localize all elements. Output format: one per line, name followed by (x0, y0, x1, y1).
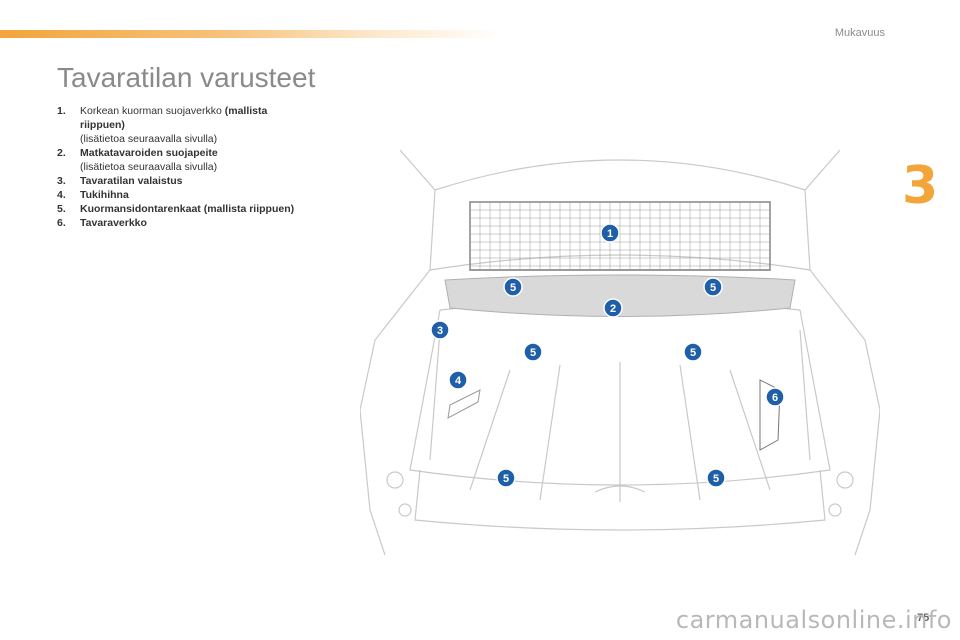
item-number: 5. (57, 203, 66, 215)
item-number: 3. (57, 175, 66, 187)
item-number: 2. (57, 147, 66, 159)
callout-number: 5 (710, 282, 716, 294)
item-label: Matkatavaroiden suojapeite (80, 147, 218, 159)
callout-number: 4 (455, 375, 462, 387)
item-note: (lisätietoa seuraavalla sivulla) (80, 161, 218, 173)
callout-badge (765, 387, 785, 407)
list-item: 4. Tukihihna (57, 188, 307, 202)
list-item: 2. Matkatavaroiden suojapeite (lisätieto… (57, 146, 307, 174)
callout-number: 1 (607, 228, 613, 240)
callout-badge (703, 277, 723, 297)
item-number: 6. (57, 217, 66, 229)
callout-badge (600, 223, 620, 243)
callout-number: 5 (713, 473, 719, 485)
item-text: Matkatavaroiden suojapeite (lisätietoa s… (80, 146, 218, 174)
callout-badge (706, 468, 726, 488)
callout-badge (523, 342, 543, 362)
orange-header-bar (0, 30, 500, 38)
callout-number: 5 (510, 282, 516, 294)
callout-number: 3 (437, 325, 443, 337)
callout-badge (683, 342, 703, 362)
callout-badge (496, 468, 516, 488)
list-item: 5. Kuormansidontarenkaat (mallista riipp… (57, 202, 307, 216)
section-name: Mukavuus (834, 27, 885, 39)
item-label: Tavaraverkko (80, 217, 147, 229)
equipment-list: 1. Korkean kuorman suojaverkko (mallista… (57, 104, 307, 230)
watermark: carmanualsonline.info (675, 606, 952, 634)
list-item: 6. Tavaraverkko (57, 216, 307, 230)
page-number: 75 (917, 612, 930, 624)
list-item: 3. Tavaratilan valaistus (57, 174, 307, 188)
item-label: Kuormansidontarenkaat (mallista riippuen… (80, 203, 295, 215)
callout-badge (603, 298, 623, 318)
boot-illustration: 1 2 3 4 5 5 5 5 5 5 6 (360, 149, 880, 556)
list-item: 1. Korkean kuorman suojaverkko (mallista… (57, 104, 307, 146)
callout-badge (503, 277, 523, 297)
item-text: Korkean kuorman suojaverkko (mallista ri… (80, 104, 307, 146)
item-label-suffix: (mallista riippuen) (80, 105, 268, 131)
support-strap (447, 389, 481, 419)
item-note: (lisätietoa seuraavalla sivulla) (80, 133, 218, 145)
callout-number: 5 (503, 473, 509, 485)
item-label: Korkean kuorman suojaverkko (80, 105, 222, 117)
callout-badge (430, 320, 450, 340)
storage-net (759, 379, 781, 451)
callout-number: 5 (530, 347, 536, 359)
item-label: Tukihihna (80, 189, 129, 201)
callout-number: 2 (610, 303, 616, 315)
page-title: Tavaratilan varusteet (57, 62, 316, 93)
callout-number: 6 (772, 392, 778, 404)
item-number: 4. (57, 189, 66, 201)
callout-number: 5 (690, 347, 696, 359)
item-label: Tavaratilan valaistus (80, 175, 183, 187)
item-number: 1. (57, 105, 66, 117)
chapter-number: 3 (902, 156, 939, 216)
callout-badge (448, 370, 468, 390)
